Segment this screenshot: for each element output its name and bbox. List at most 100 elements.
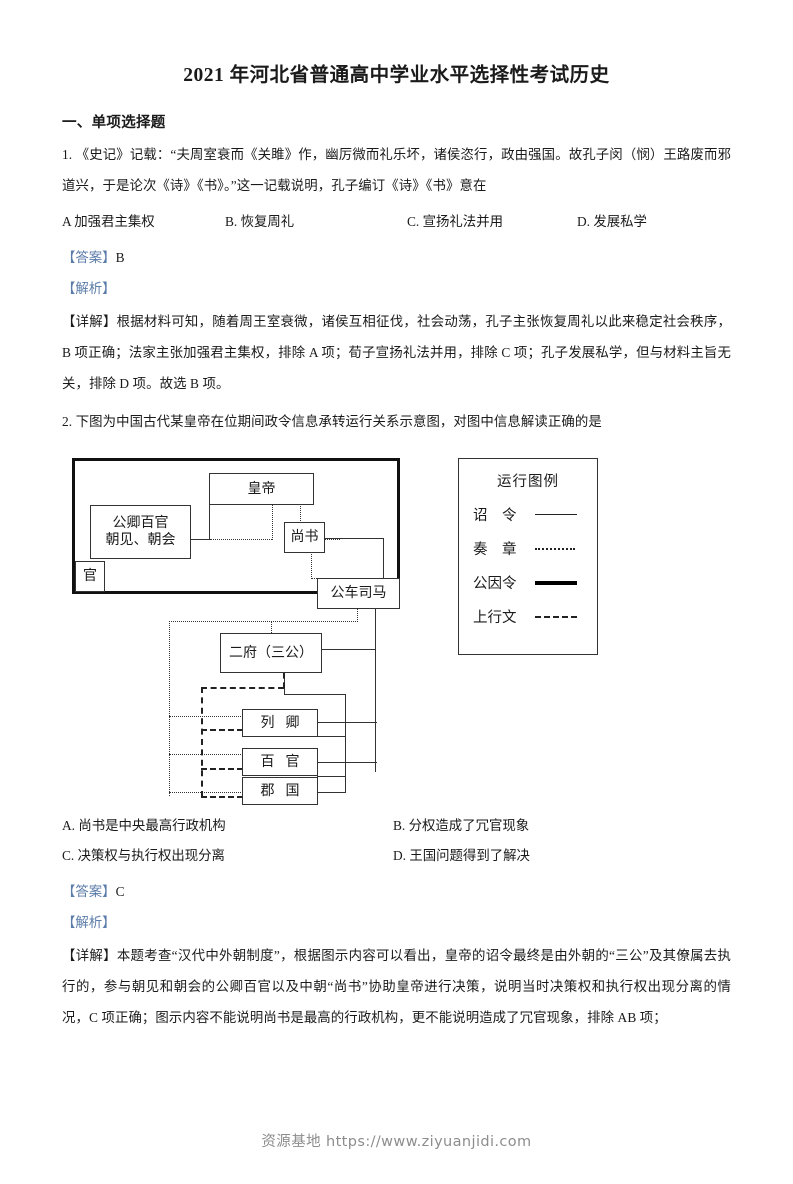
line-shangshu-right [324,538,384,540]
question-2-option-c[interactable]: C. 决策权与执行权出现分离 [62,848,225,864]
diagram-node-emperor[interactable]: 皇帝 [209,473,314,506]
diagram-node-gongqing-label-2: 朝见、朝会 [105,533,176,549]
line-dotted-lieqing [169,716,243,718]
line-dashed-baiguan [201,768,243,771]
answer-value: C [115,884,125,900]
diagram-canvas: 皇帝 公卿百官 朝见、朝会 官 尚书 公车司马 二府（三公） 列卿 [62,451,731,806]
diagram-node-lieqing[interactable]: 列卿 [242,709,318,738]
diagram-node-shangshu-label: 尚书 [290,530,319,546]
inner-court-frame [72,458,400,595]
legend-swatch-dotted [535,544,581,554]
legend-item-public-order: 公因令 [459,572,597,593]
page-title: 2021 年河北省普通高中学业水平选择性考试历史 [183,65,610,86]
line-dashed-trunk [201,687,203,798]
question-2-option-a[interactable]: A. 尚书是中央最高行政机构 [62,818,226,834]
diagram-node-erfu-label: 二府（三公） [229,645,313,661]
line-junguo-bottom-right [317,792,346,794]
diagram-node-gongqing-label-1: 公卿百官 [112,515,169,531]
diagram-node-gongchesima[interactable]: 公车司马 [317,578,400,610]
answer-label: 【答案】 [62,884,116,900]
line-memorial-up-to-emperor [272,504,273,541]
line-gongche-dotted-left [169,621,358,623]
diagram-node-emperor-label: 皇帝 [247,481,276,497]
question-1-option-b[interactable]: B. 恢复周礼 [225,214,295,230]
detail-text: 根据材料可知，随着周王室衰微，诸侯互相征伐，社会动荡，孔子主张恢复周礼以此来稳定… [62,314,731,392]
legend-item-upward-doc: 上行文 [459,606,597,627]
question-2-stem: 2. 下图为中国古代某皇帝在位期间政令信息承转运行关系示意图，对图中信息解读正确… [62,414,602,430]
analysis-label: 【解析】 [62,915,116,931]
line-dotted-junguo [169,792,243,794]
question-2-analysis-label-row: 【解析】 [62,907,731,938]
exam-paper-page: 2021 年河北省普通高中学业水平选择性考试历史 一、单项选择题 1. 《史记》… [0,62,793,1184]
line-dashed-erfu-up [283,673,285,689]
question-1-option-d[interactable]: D. 发展私学 [577,214,647,230]
question-2-detail: 【详解】本题考查“汉代中外朝制度”，根据图示内容可以看出，皇帝的诏令最终是由外朝… [62,940,731,1033]
diagram-node-inner-official-label: 官 [83,569,97,585]
diagram-node-erfu[interactable]: 二府（三公） [220,633,322,674]
legend-item-memorial-label: 奏 章 [473,542,517,559]
diagram-node-shangshu[interactable]: 尚书 [284,522,325,554]
diagram-node-gongchesima-label: 公车司马 [330,586,387,602]
legend-swatch-solid-thick [535,578,581,588]
diagram-node-junguo[interactable]: 郡国 [242,777,318,806]
diagram-node-gongqing[interactable]: 公卿百官 朝见、朝会 [90,505,191,560]
line-dotted-baiguan [169,754,243,756]
question-2-option-b[interactable]: B. 分权造成了冗官现象 [393,818,530,834]
legend-item-edict: 诏 令 [459,504,597,525]
line-lieqing-bottom-right [317,736,346,738]
diagram-node-baiguan[interactable]: 百官 [242,748,318,777]
question-1-option-a[interactable]: A 加强君主集权 [62,214,155,230]
diagram-figure: 皇帝 公卿百官 朝见、朝会 官 尚书 公车司马 二府（三公） 列卿 [62,451,731,806]
footer-watermark: 资源基地 https://www.ziyuanjidi.com [261,1134,532,1150]
legend-swatch-dashed [535,612,581,622]
line-erfu-bracket [284,694,346,696]
question-2-answer: 【答案】C [62,876,731,907]
question-1-detail: 【详解】根据材料可知，随着周王室衰微，诸侯互相征伐，社会动荡，孔子主张恢复周礼以… [62,306,731,399]
legend-item-memorial: 奏 章 [459,538,597,559]
analysis-label: 【解析】 [62,281,116,297]
question-1-analysis-label-row: 【解析】 [62,273,731,304]
detail-label: 【详解】 [62,948,117,964]
question-1-options: A 加强君主集权 B. 恢复周礼 C. 宣扬礼法并用 D. 发展私学 [62,207,731,237]
answer-label: 【答案】 [62,250,116,266]
question-2-option-d[interactable]: D. 王国问题得到了解决 [393,848,530,864]
diagram-legend: 运行图例 诏 令 奏 章 公因令 上行文 [458,458,598,656]
legend-item-upward-doc-label: 上行文 [473,610,517,627]
line-gongche-right-trunk [375,596,376,773]
detail-text: 本题考查“汉代中外朝制度”，根据图示内容可以看出，皇帝的诏令最终是由外朝的“三公… [62,948,731,1026]
line-emperor-dotted-down [300,504,301,540]
line-dashed-lieqing [201,729,243,732]
line-dotted-trunk-left [169,621,170,797]
section-heading: 一、单项选择题 [62,115,166,132]
line-dashed-erfu-top [201,687,284,690]
diagram-node-lieqing-label: 列卿 [260,715,311,731]
legend-item-edict-label: 诏 令 [473,508,517,525]
diagram-node-inner-official[interactable]: 官 [75,561,105,593]
line-emperor-to-gongqing-horizontal [175,539,210,541]
legend-swatch-solid-thin [535,510,581,520]
line-shangshu-right-down [383,538,384,603]
question-1-option-c[interactable]: C. 宣扬礼法并用 [407,214,503,230]
question-1-answer: 【答案】B [62,242,731,273]
option-row: A 加强君主集权 B. 恢复周礼 C. 宣扬礼法并用 D. 发展私学 [62,207,731,237]
line-dashed-junguo [201,796,243,799]
line-to-baiguan-right [317,762,377,764]
answer-value: B [115,250,125,266]
question-1-stem: 1. 《史记》记载：“夫周室衰而《关雎》作，幽厉微而礼乐坏，诸侯恣行，政由强国。… [62,147,731,194]
line-emperor-to-gongqing-vertical [209,504,210,540]
legend-title: 运行图例 [497,474,559,491]
diagram-node-baiguan-label: 百官 [260,754,311,770]
line-erfu-bracket-down [345,694,346,793]
line-trunk-to-erfu [321,649,376,651]
diagram-node-junguo-label: 郡国 [260,783,311,799]
option-row: A. 尚书是中央最高行政机构 B. 分权造成了冗官现象 [62,811,731,841]
line-gongche-dotted-down [357,596,358,623]
line-baiguan-bottom-right [317,776,346,778]
legend-item-public-order-label: 公因令 [473,576,517,593]
option-row: C. 决策权与执行权出现分离 D. 王国问题得到了解决 [62,841,731,871]
line-gongqing-memorial-dotted [210,539,272,541]
detail-label: 【详解】 [62,314,117,330]
question-2-options: A. 尚书是中央最高行政机构 B. 分权造成了冗官现象 C. 决策权与执行权出现… [62,811,731,871]
line-to-lieqing-right [317,722,377,724]
line-shangshu-dotted-down [311,552,312,580]
